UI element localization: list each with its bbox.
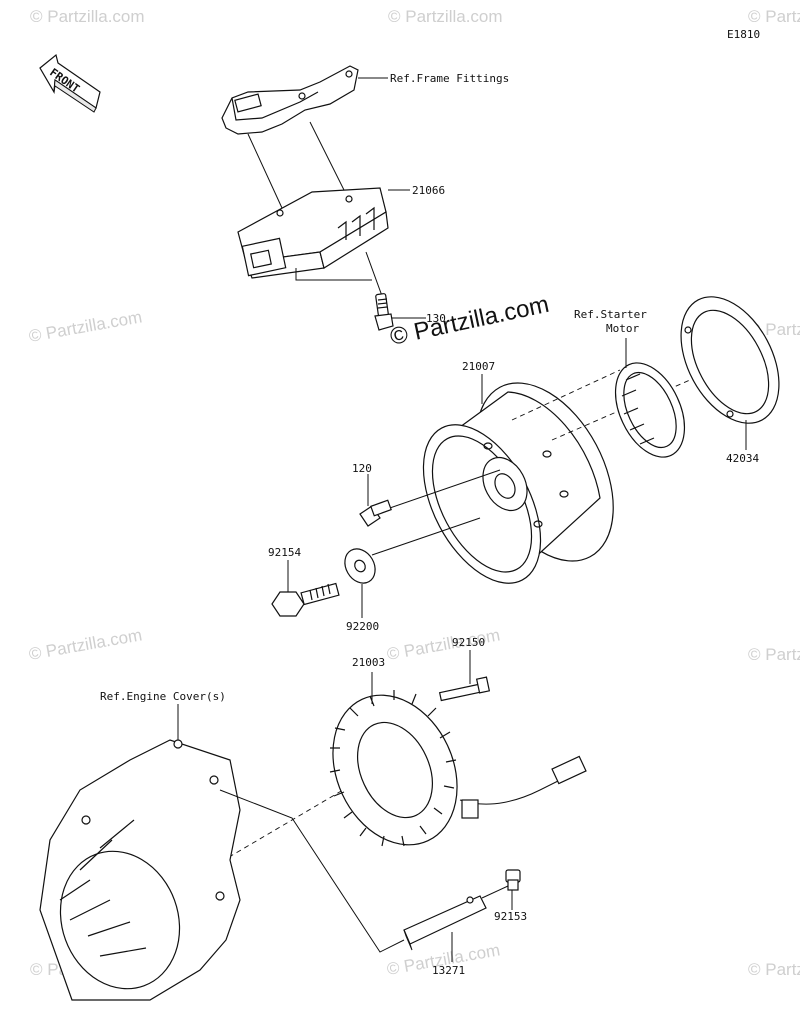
front-arrow-icon: FRONT [39,53,101,113]
part-21007-rotor[interactable] [399,360,641,602]
watermark-main-text: © Partzilla.com [388,291,552,351]
part-number-42034: 42034 [726,452,759,465]
part-number-13271: 13271 [432,964,465,977]
part-92150-bolt[interactable] [438,676,491,702]
part-120-bolt[interactable] [359,499,392,527]
watermark-text: © Partzilla.com [388,7,503,26]
watermark-text: © Partzilla.com [748,645,800,664]
part-92200-washer[interactable] [339,543,381,588]
frame-fittings-bracket [221,65,359,135]
part-number-92150: 92150 [452,636,485,649]
part-number-92153: 92153 [494,910,527,923]
part-number-92154: 92154 [268,546,301,559]
watermark-text: © Partzilla.com [27,625,143,664]
ref-starter-label-line2: Motor [606,322,639,335]
part-92154-bolt[interactable] [271,582,340,617]
diagram-code: E1810 [727,28,760,41]
part-starter-clutch [614,362,686,458]
part-number-130: 130 [426,312,446,325]
watermark-text: © Partzilla.com [30,7,145,26]
ref-starter-label-line1: Ref.Starter [574,308,647,321]
part-number-21007: 21007 [462,360,495,373]
part-number-92200: 92200 [346,620,379,633]
watermark-text: © Partzilla.com [748,7,800,26]
watermark-text: © Partzilla.com [27,307,143,346]
watermark-text: © Partzilla.com [748,960,800,979]
part-130-bolt[interactable] [374,293,394,331]
ref-engine-cover-label: Ref.Engine Cover(s) [100,690,226,703]
part-92153-bolt[interactable] [505,869,521,891]
part-42034-gear[interactable] [661,280,799,440]
part-number-120: 120 [352,462,372,475]
part-21003-stator[interactable] [309,675,587,865]
part-number-21066: 21066 [412,184,445,197]
part-number-21003: 21003 [352,656,385,669]
ref-frame-fittings-label: Ref.Frame Fittings [390,72,509,85]
part-13271-plate[interactable] [403,895,487,951]
ref-engine-cover [39,739,241,1001]
part-21066-regulator[interactable] [237,187,389,279]
